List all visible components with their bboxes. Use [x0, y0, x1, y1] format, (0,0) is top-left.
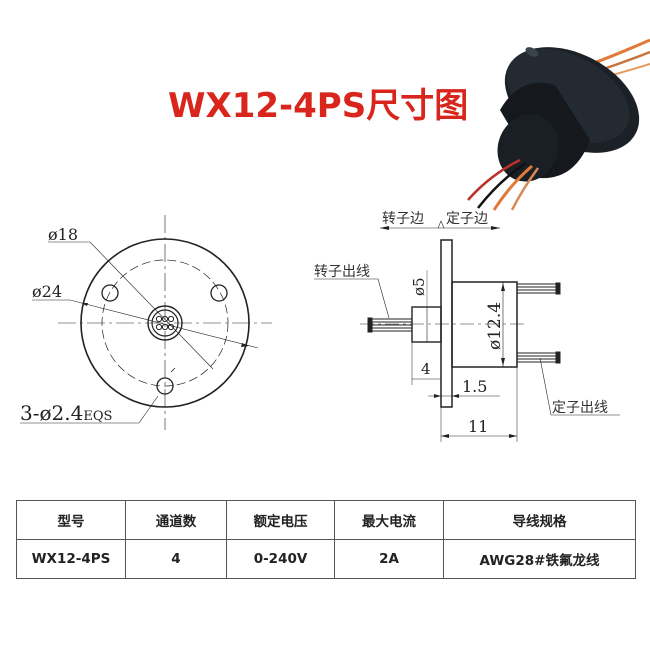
- rotor-wire-label: 转子出线: [314, 264, 370, 280]
- header-voltage: 额定电压: [226, 500, 335, 540]
- spec-table: 型号 通道数 额定电压 最大电流 导线规格 WX12-4PS 4 0-240V …: [16, 500, 636, 579]
- table-header-row: 型号 通道数 额定电压 最大电流 导线规格: [16, 500, 636, 540]
- mount-hole-1: [101, 284, 119, 302]
- mount-hole-3: [156, 377, 174, 395]
- header-channels: 通道数: [125, 500, 227, 540]
- flange-outer-circle: [80, 238, 250, 408]
- outer-dia-leader: [69, 299, 259, 349]
- header-current: 最大电流: [334, 500, 444, 540]
- rotor-inner: [151, 309, 179, 337]
- stator-body: [451, 281, 518, 368]
- hole-dim-label: 3-ø2.4EQS: [20, 401, 112, 425]
- page-title: WX12-4PS尺寸图: [168, 86, 469, 126]
- body-dia-label: ø12.4: [485, 302, 505, 350]
- flange-plate: [440, 239, 453, 408]
- cell-wire-spec: AWG28#铁氟龙线: [443, 539, 636, 579]
- pcd-dim-label: ø18: [48, 225, 78, 244]
- flange-thk-label: 1.5: [462, 377, 487, 396]
- rotor-dia-label: ø5: [410, 277, 428, 296]
- pcd-circle: [101, 259, 229, 387]
- hole-leader: [20, 395, 159, 424]
- outer-dia-dim-label: ø24: [32, 282, 62, 301]
- slip-ring-photo-icon: [467, 38, 650, 211]
- cell-model: WX12-4PS: [16, 539, 126, 579]
- header-wire-spec: 导线规格: [443, 500, 636, 540]
- cell-channels: 4: [125, 539, 227, 579]
- rotor-stub: [411, 306, 442, 343]
- mount-hole-2: [210, 284, 228, 302]
- pcd-leader: [48, 241, 214, 370]
- header-model: 型号: [16, 500, 126, 540]
- rotor-outer: [147, 305, 183, 341]
- stator-side-label: 定子边: [446, 211, 488, 227]
- rotor-side-label: 转子边: [382, 211, 424, 227]
- cell-voltage: 0-240V: [226, 539, 335, 579]
- table-row: WX12-4PS 4 0-240V 2A AWG28#铁氟龙线: [16, 539, 636, 579]
- stator-wire-label: 定子出线: [552, 400, 608, 416]
- total-len-label: 11: [468, 417, 488, 436]
- rotor-len-label: 4: [421, 360, 431, 378]
- cell-current: 2A: [334, 539, 444, 579]
